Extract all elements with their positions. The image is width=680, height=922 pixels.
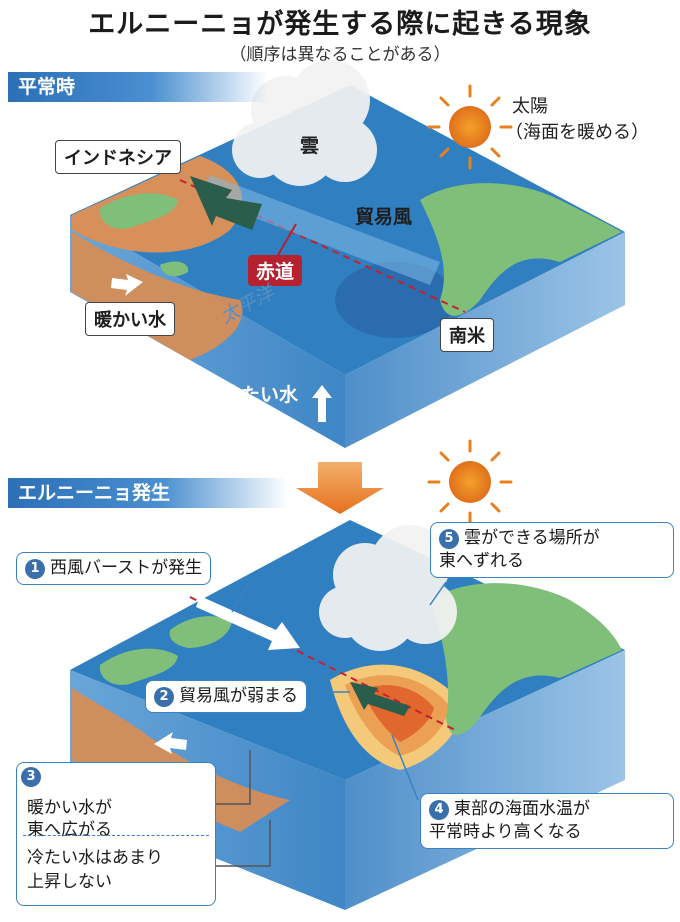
normal-sun: [427, 84, 513, 170]
normal-cloud: [232, 60, 377, 186]
label-trade-wind: 貿易風: [355, 206, 413, 228]
elnino-land-australia: [169, 616, 232, 648]
step-4-line1: 東部の海面水温が: [454, 799, 590, 819]
step-5-line1: 雲ができる場所が: [464, 528, 600, 548]
normal-land-australia: [160, 261, 189, 277]
label-sun-line1: 太陽: [512, 96, 548, 117]
normal-land-asia: [99, 193, 178, 229]
westerly-burst-arrow: [196, 596, 300, 650]
step-3-divider: [23, 835, 209, 836]
elnino-block: [70, 520, 625, 910]
step-1-number: 1: [25, 559, 45, 579]
normal-trade-wind-band: [200, 175, 440, 285]
step-4-number: 4: [429, 800, 449, 820]
label-south-america: 南米: [440, 318, 494, 352]
step-3-number: 3: [21, 767, 41, 787]
step-3-line4: 上昇しない: [27, 872, 112, 892]
elnino-block-right-face: [345, 650, 625, 910]
page-title: エルニーニョが発生する際に起きる現象: [88, 9, 592, 40]
step3-pointer: [212, 750, 251, 805]
label-indonesia: インドネシア: [55, 140, 181, 174]
normal-warm-arrow: [111, 274, 143, 296]
step-2-number: 2: [154, 687, 174, 707]
normal-land-america: [420, 183, 622, 316]
step-5-line2: 東へずれる: [439, 551, 524, 571]
section-banner-normal: 平常時: [8, 72, 268, 102]
label-equator: 赤道: [248, 255, 303, 286]
step-1-text: 西風バーストが発生: [50, 558, 203, 578]
step5-pointer: [429, 581, 447, 606]
elnino-land-america: [430, 583, 622, 735]
step3-pointer-b: [212, 820, 271, 867]
label-cold-water: 冷たい水: [222, 384, 299, 406]
elnino-warm-arrow: [154, 732, 187, 754]
transition-down-arrow: [296, 462, 384, 514]
step-3-callout: 3 暖かい水が 東へ広がる 冷たい水はあまり 上昇しない: [16, 762, 216, 906]
elnino-sun: [427, 439, 513, 525]
step-3-line1: 暖かい水が: [27, 798, 112, 818]
label-cloud: 雲: [300, 135, 320, 157]
normal-cold-upwelling: [335, 262, 455, 338]
step1-pointer: [231, 579, 251, 613]
step4-pointer: [391, 734, 419, 801]
elnino-cloud: [319, 525, 457, 651]
step-3-line3: 冷たい水はあまり: [27, 848, 163, 868]
elnino-warm-water-side: [72, 688, 290, 832]
section-banner-elnino: エルニーニョ発生: [8, 478, 288, 508]
step-3-line2: 東へ広がる: [27, 820, 112, 840]
normal-block: [70, 60, 625, 448]
weak-trade-wind-arrow: [350, 682, 410, 716]
step-5-number: 5: [439, 529, 459, 549]
step-4-line2: 平常時より高くなる: [429, 822, 582, 842]
normal-trade-wind-arrow: [190, 176, 262, 230]
label-warm-water: 暖かい水: [85, 302, 175, 336]
page-subtitle: （順序は異なることがある）: [229, 45, 451, 65]
elnino-land-asia: [99, 648, 178, 685]
label-sun-line2: （海面を暖める）: [505, 122, 649, 143]
normal-warm-water-side: [72, 232, 243, 360]
normal-upwelling-arrow: [312, 385, 332, 422]
step-2-text: 貿易風が弱まる: [179, 686, 298, 706]
